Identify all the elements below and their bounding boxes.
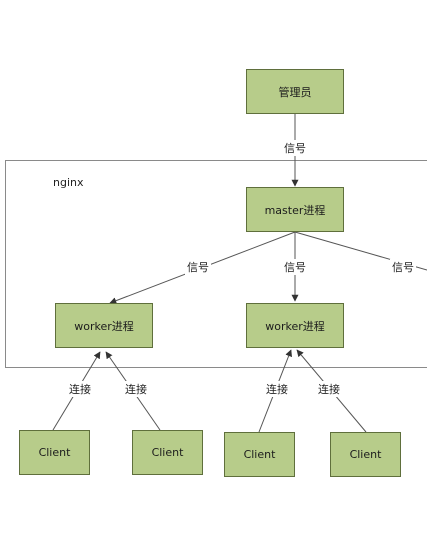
manager-node: 管理员 — [246, 69, 344, 114]
edge-label-signal-left: 信号 — [185, 259, 211, 275]
client-node-3: Client — [224, 432, 295, 477]
edge-label-connect-4: 连接 — [316, 381, 342, 397]
worker-process-node-mid: worker进程 — [246, 303, 344, 348]
edge-label-connect-2: 连接 — [123, 381, 149, 397]
nginx-container-label: nginx — [53, 176, 84, 189]
master-process-node: master进程 — [246, 187, 344, 232]
edge-label-connect-1: 连接 — [67, 381, 93, 397]
client-node-4: Client — [330, 432, 401, 477]
worker-process-node-left: worker进程 — [55, 303, 153, 348]
edge-label-connect-3: 连接 — [264, 381, 290, 397]
edge-label-signal-top: 信号 — [282, 140, 308, 156]
edge-label-signal-right: 信号 — [390, 259, 416, 275]
edge-label-signal-mid: 信号 — [282, 259, 308, 275]
client-node-1: Client — [19, 430, 90, 475]
client-node-2: Client — [132, 430, 203, 475]
